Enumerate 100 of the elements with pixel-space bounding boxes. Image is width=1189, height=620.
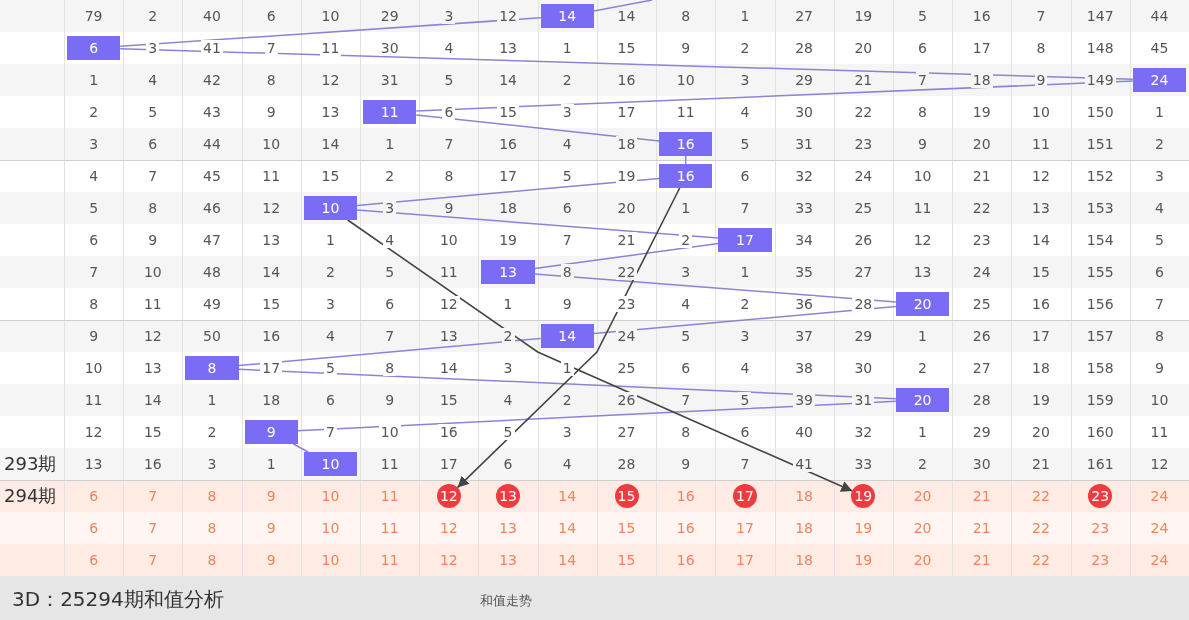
number-text: 21 xyxy=(970,552,993,568)
number-text: 24 xyxy=(615,328,638,344)
number-text: 19 xyxy=(497,232,519,248)
number-text: 8 xyxy=(916,104,929,120)
number-text: 7 xyxy=(560,232,574,248)
number-text: 29 xyxy=(378,8,401,24)
number-text: 13 xyxy=(497,552,519,568)
number-text: 17 xyxy=(260,360,283,376)
highlighted-number: 11 xyxy=(363,100,417,124)
number-text: 28 xyxy=(970,392,993,408)
trend-line xyxy=(356,209,720,239)
number-text: 2 xyxy=(916,456,929,472)
number-text: 4 xyxy=(146,72,160,88)
number-text: 7 xyxy=(323,424,337,440)
number-text: 13 xyxy=(497,520,519,536)
trend-line xyxy=(237,368,897,400)
number-text: 39 xyxy=(793,392,816,408)
number-text: 6 xyxy=(87,520,101,536)
highlighted-number: 16 xyxy=(659,132,713,156)
trend-line xyxy=(356,177,660,207)
number-text: 26 xyxy=(852,232,875,248)
number-text: 5 xyxy=(916,8,929,24)
tab-label: 和值走势 xyxy=(480,592,532,610)
number-text: 7 xyxy=(916,72,929,88)
number-text: 11 xyxy=(319,40,342,56)
number-text: 20 xyxy=(911,520,934,536)
number-text: 14 xyxy=(260,264,283,280)
number-text: 17 xyxy=(1030,328,1052,344)
number-text: 20 xyxy=(970,136,993,152)
number-text: 22 xyxy=(970,200,993,216)
highlighted-number: 8 xyxy=(185,356,239,380)
number-text: 30 xyxy=(378,40,401,56)
number-text: 18 xyxy=(1030,360,1052,376)
trend-line xyxy=(237,337,542,367)
number-text: 6 xyxy=(383,296,397,312)
trend-line xyxy=(593,305,897,335)
number-text: 14 xyxy=(556,552,579,568)
number-text: 43 xyxy=(201,104,223,120)
number-text: 31 xyxy=(852,392,875,408)
number-text: 7 xyxy=(738,200,752,216)
number-text: 25 xyxy=(615,360,638,376)
number-text: 9 xyxy=(560,296,574,312)
number-text: 4 xyxy=(87,168,101,184)
number-text: 47 xyxy=(201,232,223,248)
number-text: 22 xyxy=(1030,488,1052,504)
number-text: 2 xyxy=(916,360,929,376)
number-text: 8 xyxy=(442,168,456,184)
number-text: 9 xyxy=(146,232,160,248)
number-text: 30 xyxy=(852,360,875,376)
number-text: 10 xyxy=(260,136,283,152)
highlighted-number: 20 xyxy=(895,388,950,412)
period-label: 293期 xyxy=(4,452,57,476)
number-text: 21 xyxy=(970,520,993,536)
number-text: 9 xyxy=(87,328,101,344)
number-text: 2 xyxy=(679,232,693,248)
number-text: 5 xyxy=(501,424,515,440)
number-text: 22 xyxy=(1030,552,1052,568)
number-text: 10 xyxy=(1030,104,1052,120)
number-text: 3 xyxy=(738,328,752,344)
number-text: 5 xyxy=(738,136,752,152)
number-text: 4 xyxy=(442,40,456,56)
number-text: 6 xyxy=(442,104,456,120)
number-text: 15 xyxy=(1030,264,1052,280)
number-text: 17 xyxy=(734,552,756,568)
number-text: 19 xyxy=(1030,392,1052,408)
number-text: 14 xyxy=(556,488,579,504)
number-text: 44 xyxy=(201,136,223,152)
trend-line xyxy=(533,273,897,303)
number-text: 7 xyxy=(738,456,752,472)
number-text: 3 xyxy=(383,200,397,216)
number-text: 12 xyxy=(1030,168,1052,184)
number-text: 28 xyxy=(852,296,875,312)
number-text: 24 xyxy=(852,168,875,184)
number-text: 23 xyxy=(615,296,638,312)
highlighted-number: 13 xyxy=(481,260,535,284)
number-text: 9 xyxy=(916,136,929,152)
number-text: 36 xyxy=(793,296,816,312)
highlighted-number: 14 xyxy=(540,324,594,348)
highlighted-number: 9 xyxy=(244,420,298,444)
highlighted-number: 16 xyxy=(659,164,713,188)
number-text: 41 xyxy=(201,40,223,56)
trend-line xyxy=(533,242,720,270)
trend-line xyxy=(297,400,897,432)
number-text: 26 xyxy=(970,328,993,344)
number-text: 8 xyxy=(146,200,160,216)
number-text: 15 xyxy=(497,104,519,120)
trend-line xyxy=(119,48,1134,80)
number-text: 45 xyxy=(1148,40,1171,56)
trend-line xyxy=(593,0,653,12)
number-text: 26 xyxy=(615,392,638,408)
number-text: 14 xyxy=(1030,232,1052,248)
number-text: 6 xyxy=(87,232,101,248)
number-text: 5 xyxy=(442,72,456,88)
number-text: 6 xyxy=(87,552,101,568)
number-text: 18 xyxy=(970,72,993,88)
number-text: 20 xyxy=(911,552,934,568)
number-text: 6 xyxy=(738,424,752,440)
number-text: 21 xyxy=(615,232,638,248)
number-text: 79 xyxy=(82,8,105,24)
number-text: 5 xyxy=(560,168,574,184)
